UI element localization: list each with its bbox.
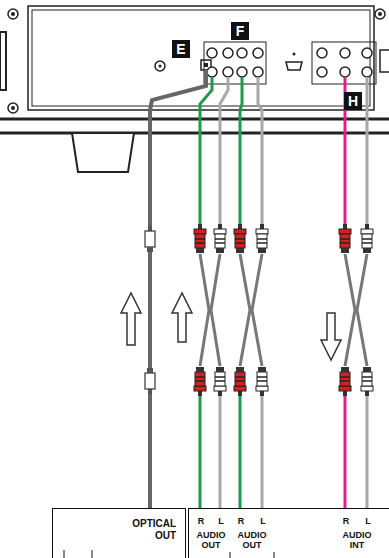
port-label: AUDIO INT: [343, 530, 372, 551]
callout-letter: F: [231, 22, 249, 40]
callout-letter: H: [344, 92, 362, 110]
port-label: AUDIO OUT: [238, 530, 267, 551]
channel-letter: R: [343, 516, 350, 526]
channel-letter: L: [218, 516, 224, 526]
callout-letter: E: [172, 40, 190, 58]
channel-letter: R: [198, 516, 205, 526]
output-box: R L AUDIO OUT R L AUDIO OUT R L AUDIO INT: [188, 508, 389, 558]
output-box: OPTICAL OUT: [52, 508, 186, 558]
port-label: AUDIO OUT: [197, 530, 226, 551]
channel-letter: R: [238, 516, 245, 526]
port-label: OPTICAL OUT: [132, 518, 176, 541]
channel-letter: L: [365, 516, 371, 526]
channel-letter: L: [260, 516, 266, 526]
